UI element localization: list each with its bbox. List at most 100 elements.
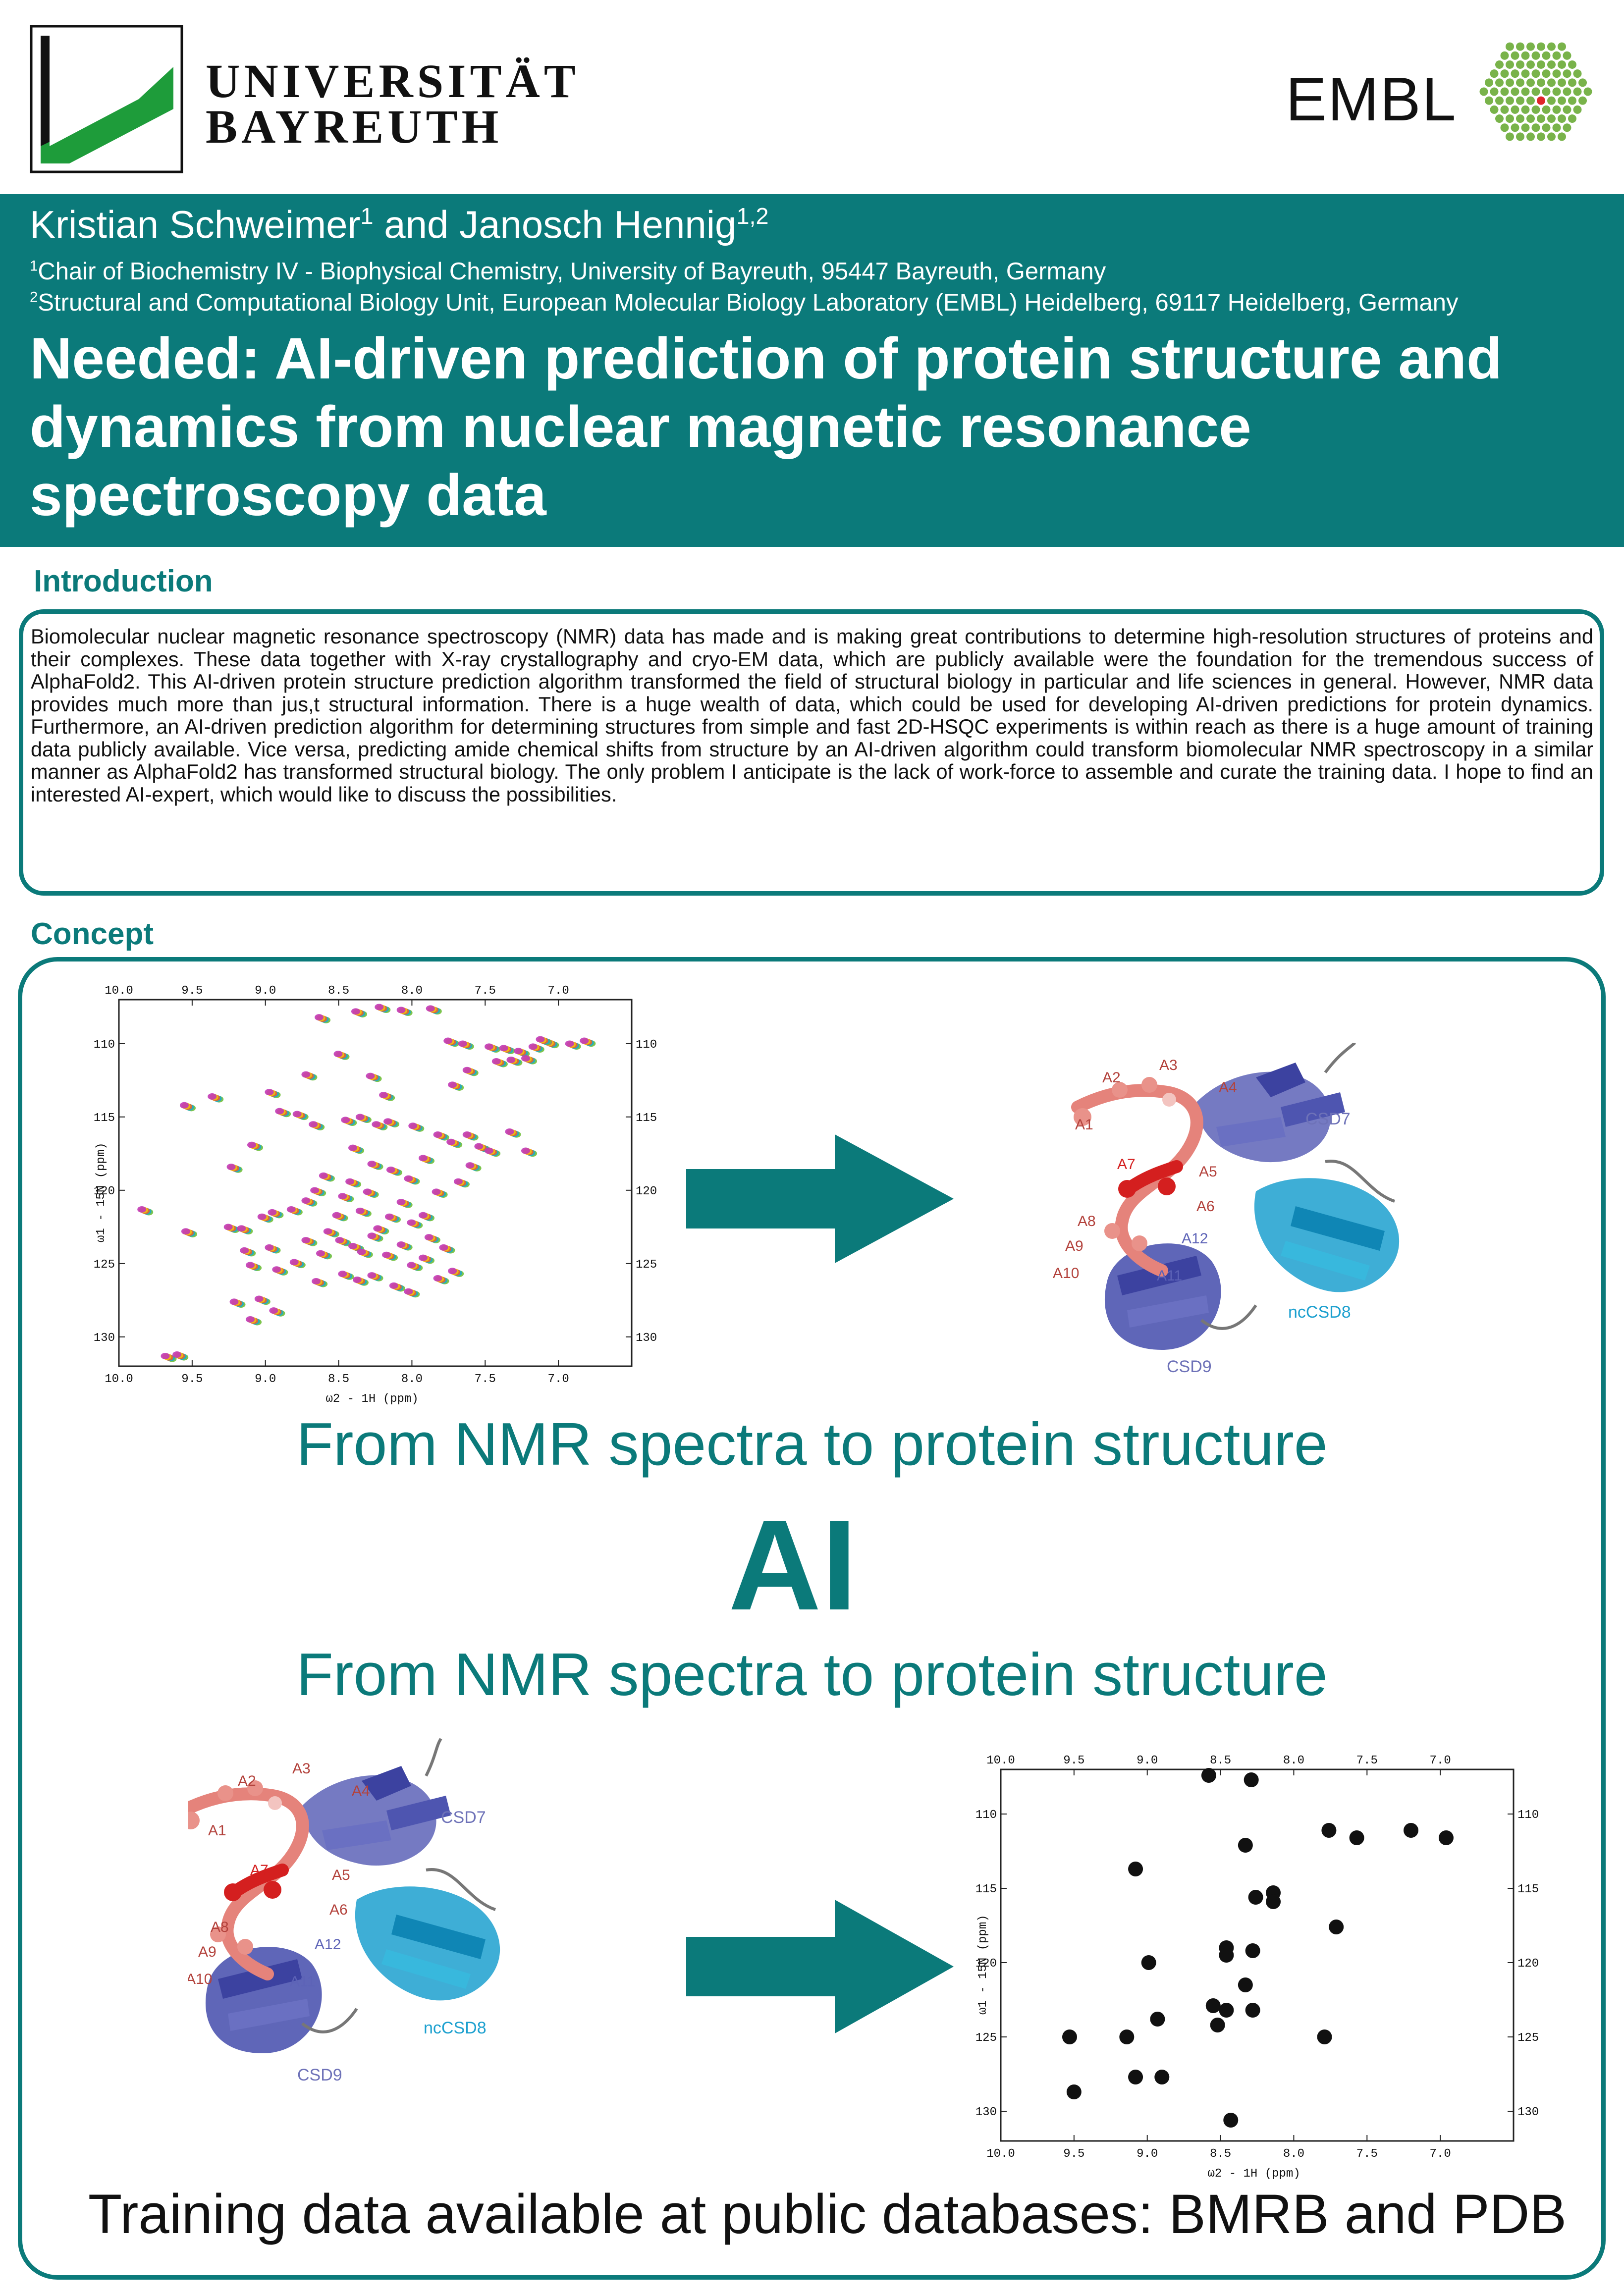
- embl-logo-dot: [1558, 132, 1566, 141]
- embl-logo-dot: [1552, 87, 1561, 96]
- embl-logo-dot: [1552, 105, 1561, 114]
- y-tick-label: 130: [94, 1332, 115, 1345]
- residue-label-a10: A10: [1053, 1265, 1079, 1281]
- spectrum-peak: [335, 1237, 344, 1244]
- x-tick-label: 9.0: [255, 1373, 276, 1386]
- spectrum-peak: [179, 1102, 189, 1109]
- residue-label-a3: A3: [292, 1761, 311, 1777]
- embl-logo-dot: [1506, 78, 1514, 87]
- spectrum-peak: [265, 1244, 274, 1251]
- spectrum-peak: [292, 1111, 302, 1118]
- embl-logo-dot: [1506, 60, 1514, 69]
- spectrum-peak: [286, 1206, 296, 1213]
- spectrum-peak: [407, 1262, 416, 1269]
- spectrum-peak: [1154, 2070, 1170, 2084]
- spectrum-peak: [272, 1266, 281, 1273]
- affiliation-2-text: Structural and Computational Biology Uni…: [38, 289, 1459, 316]
- spectrum-peak: [404, 1288, 413, 1295]
- plot-frame: [118, 999, 633, 1367]
- ncCSD8-domain-shape: [1254, 1160, 1400, 1292]
- spectrum-peak: [404, 1175, 413, 1182]
- spectrum-peak: [373, 1225, 382, 1232]
- spectrum-peak: [275, 1108, 284, 1115]
- spectrum-peak: [1245, 2003, 1260, 2018]
- spectrum-peak: [462, 1131, 472, 1138]
- spectrum-peak: [1205, 1998, 1221, 2013]
- spectrum-peak: [384, 1213, 394, 1220]
- spectrum-peak: [396, 1241, 406, 1248]
- x-tick-label: 9.5: [181, 1373, 203, 1386]
- spectrum-peak: [474, 1143, 484, 1150]
- residue-label-a6: A6: [1196, 1198, 1215, 1215]
- embl-logo-dot: [1531, 69, 1540, 78]
- x-tick-label: 10.0: [986, 1754, 1015, 1767]
- author-line: Kristian Schweimer1 and Janosch Hennig1,…: [30, 202, 769, 247]
- spectrum-peak: [137, 1206, 147, 1213]
- spectrum-peak: [1438, 1830, 1454, 1845]
- spectrum-peak: [453, 1178, 463, 1185]
- spectrum-peak: [386, 1167, 395, 1174]
- embl-logo-dot: [1563, 105, 1571, 114]
- concept-statement-1: From NMR spectra to protein structure: [296, 1410, 1328, 1478]
- x-tick-label: 8.0: [401, 984, 423, 998]
- embl-logo-dot: [1500, 69, 1509, 78]
- embl-logo-dot: [1531, 105, 1540, 114]
- x-axis-label: ω2 - 1H (ppm): [1208, 2167, 1300, 2181]
- residue-label-a12: A12: [1182, 1230, 1208, 1247]
- residue-label-a12: A12: [315, 1936, 341, 1953]
- embl-logo-dot: [1479, 87, 1488, 96]
- spectrum-peak: [375, 1004, 384, 1011]
- embl-logo-dot: [1568, 114, 1576, 123]
- spectrum-peak: [1321, 1823, 1337, 1838]
- domain-label-csd7: CSD7: [441, 1808, 486, 1827]
- embl-logo-dot: [1526, 42, 1535, 51]
- embl-logo-dot: [1511, 51, 1519, 60]
- y-axis-label: ω1 - 15N (ppm): [976, 1915, 990, 2015]
- spectrum-peak: [1248, 1890, 1263, 1905]
- spectrum-peak: [439, 1244, 448, 1251]
- embl-logo-dot: [1558, 96, 1566, 105]
- spectrum-peak: [433, 1131, 442, 1138]
- y-tick-label: 110: [975, 1809, 997, 1822]
- spectrum-peak: [1223, 2113, 1239, 2128]
- spectrum-peak: [319, 1172, 328, 1179]
- spectrum-peak: [1329, 1920, 1344, 1934]
- spectrum-peak: [265, 1089, 274, 1096]
- x-tick-label: 7.0: [548, 984, 569, 998]
- spectrum-peak: [301, 1071, 311, 1078]
- spectrum-peak: [237, 1225, 246, 1232]
- embl-logo-dot: [1573, 105, 1582, 114]
- title-banner: [0, 194, 1624, 547]
- embl-logo-dot: [1516, 132, 1524, 141]
- embl-logo-dot: [1537, 114, 1545, 123]
- spectrum-peak: [565, 1040, 574, 1047]
- domain-label-csd7: CSD7: [1305, 1110, 1351, 1128]
- spectrum-peak: [355, 1114, 365, 1121]
- spectrum-peak: [536, 1036, 545, 1043]
- residue-label-a3: A3: [1159, 1057, 1178, 1073]
- training-data-statement: Training data available at public databa…: [88, 2183, 1567, 2245]
- embl-logo-dot: [1563, 69, 1571, 78]
- spectrum-peak: [1201, 1768, 1216, 1783]
- embl-logo-dot: [1526, 96, 1535, 105]
- embl-logo-dot: [1568, 78, 1576, 87]
- embl-logo-dot: [1558, 42, 1566, 51]
- spectrum-peak: [505, 1128, 514, 1135]
- embl-logo-dot: [1516, 114, 1524, 123]
- hsqc-spectrum-predicted-chart: 10.010.09.59.59.09.08.58.58.08.07.57.57.…: [975, 1754, 1539, 2181]
- embl-logo-dot: [1495, 114, 1504, 123]
- residue-label-a8: A8: [211, 1919, 229, 1935]
- embl-logo-dot: [1552, 51, 1561, 60]
- y-tick-label: 125: [636, 1258, 657, 1272]
- residue-label-a9: A9: [1065, 1238, 1083, 1254]
- embl-logo-dot: [1516, 42, 1524, 51]
- spectrum-peak: [310, 1187, 320, 1194]
- embl-logo-dot: [1542, 69, 1551, 78]
- y-tick-label: 125: [975, 2031, 997, 2045]
- spectrum-peak: [363, 1188, 372, 1195]
- y-tick-label: 120: [636, 1185, 657, 1198]
- embl-logo-dot: [1495, 78, 1504, 87]
- embl-logo-dot: [1506, 114, 1514, 123]
- spectrum-peak: [528, 1043, 538, 1050]
- spectrum-peak: [396, 1007, 406, 1014]
